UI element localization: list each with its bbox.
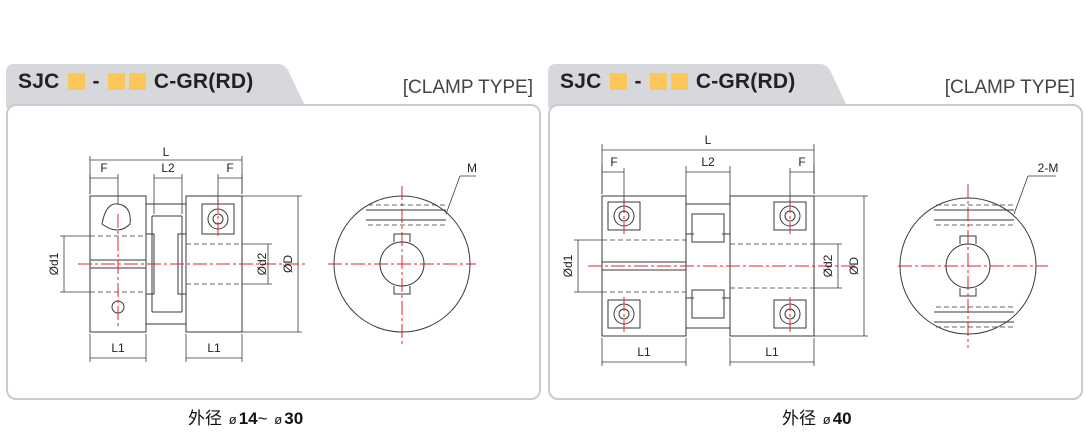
drawing-frame <box>6 104 541 400</box>
title-prefix: SJC <box>18 70 60 93</box>
dim-D: ØD <box>847 257 861 275</box>
dim-d2: Ød2 <box>821 254 835 277</box>
dim-F-right: F <box>226 161 233 175</box>
dim-d1: Ød1 <box>561 254 575 277</box>
diameter-symbol: ø <box>822 412 831 427</box>
model-title: SJC - C-GR(RD) <box>18 70 253 94</box>
title-suffix: C-GR(RD) <box>153 70 254 93</box>
dim-F-left: F <box>100 161 107 175</box>
dim-L1-left: L1 <box>111 341 125 355</box>
dim-d1: Ød1 <box>47 252 61 275</box>
end-view <box>899 197 1037 335</box>
label-M: M <box>467 161 477 175</box>
coupling-panel-small: SJC - C-GR(RD) [CLAMP TYPE] <box>6 64 541 400</box>
title-placeholder-marker <box>670 73 688 90</box>
title-placeholder-marker <box>649 73 667 90</box>
diameter-symbol: ø <box>228 412 237 427</box>
title-placeholder-marker <box>128 73 146 90</box>
caption-value: 40 <box>832 409 852 428</box>
diameter-symbol: ø <box>274 412 283 427</box>
model-title: SJC - C-GR(RD) <box>560 70 795 94</box>
caption-value-from: 14 <box>238 409 258 428</box>
end-view <box>333 195 471 333</box>
title-dash: - <box>92 70 100 93</box>
dim-L: L <box>705 133 712 147</box>
caption-prefix: 外径 <box>782 409 816 428</box>
caption-value-to: 30 <box>284 409 304 428</box>
title-placeholder-marker <box>107 73 125 90</box>
coupling-panel-large: SJC - C-GR(RD) [CLAMP TYPE] <box>548 64 1083 400</box>
label-2-M: 2-M <box>1038 161 1059 175</box>
caption-separator: ~ <box>257 409 268 428</box>
dim-L1-left: L1 <box>637 345 651 359</box>
caption-prefix: 外径 <box>188 409 222 428</box>
dim-L1-right: L1 <box>765 345 779 359</box>
technical-drawing-small: L F L2 F L1 L1 Ød1 Ød2 ØD M <box>47 145 477 362</box>
title-placeholder-marker <box>67 73 85 90</box>
dim-L2: L2 <box>701 155 715 169</box>
title-placeholder-marker <box>609 73 627 90</box>
dim-F-right: F <box>798 155 805 169</box>
dim-L1-right: L1 <box>207 341 221 355</box>
title-dash: - <box>634 70 642 93</box>
dim-L: L <box>163 145 170 159</box>
dim-d2: Ød2 <box>255 252 269 275</box>
dim-L2: L2 <box>161 161 175 175</box>
centerlines <box>588 184 1048 348</box>
clamp-type-label: [CLAMP TYPE] <box>944 77 1075 98</box>
clamp-type-label: [CLAMP TYPE] <box>402 77 533 98</box>
technical-drawing-large: L F L2 F L1 L1 Ød1 Ød2 ØD 2-M <box>561 133 1059 366</box>
drawing-frame <box>548 104 1083 400</box>
title-suffix: C-GR(RD) <box>695 70 796 93</box>
dim-F-left: F <box>610 155 617 169</box>
title-prefix: SJC <box>560 70 602 93</box>
dim-D: ØD <box>281 255 295 273</box>
clamp-screw-opening <box>101 203 131 231</box>
